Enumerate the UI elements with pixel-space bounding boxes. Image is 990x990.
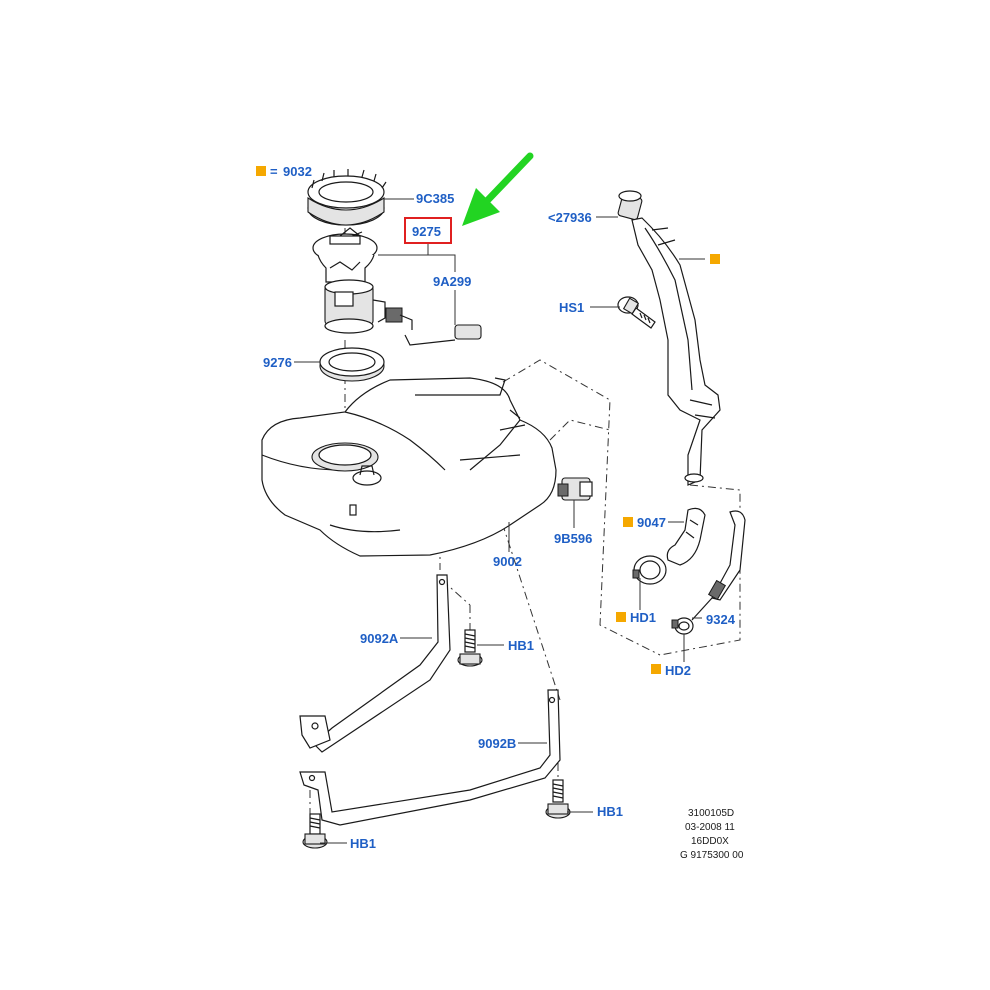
label-9276: 9276	[263, 355, 292, 370]
clamp-hd1-part	[632, 555, 667, 585]
label-HD2: HD2	[665, 663, 691, 678]
strap-9092a-part	[299, 574, 451, 753]
label-9275: 9275	[412, 224, 441, 239]
label-27936: <27936	[548, 210, 592, 225]
label-9047: 9047	[637, 515, 666, 530]
label-HS1: HS1	[559, 300, 584, 315]
fuel-pump-part	[312, 227, 482, 346]
green-pointer-arrow	[462, 152, 534, 226]
clamp-hd2-part	[671, 617, 694, 635]
highlight-box	[404, 217, 452, 244]
label-9A299: 9A299	[433, 274, 471, 289]
marker-9047	[623, 517, 633, 527]
label-9B596: 9B596	[554, 531, 592, 546]
strap-9092b-part	[299, 689, 561, 826]
reference-line-4: G 9175300 00	[680, 850, 744, 861]
label-HB1-lower: HB1	[350, 836, 376, 851]
label-HB1-right: HB1	[597, 804, 623, 819]
locking-ring-part	[307, 169, 387, 226]
label-9032: 9032	[283, 164, 312, 179]
seal-ring-part	[319, 347, 385, 382]
vent-tube-9324-part	[691, 510, 746, 621]
bolt-hb1-lower-part	[302, 813, 328, 849]
bolt-hs1-part	[617, 296, 656, 329]
label-HD1: HD1	[630, 610, 656, 625]
reference-line-2: 03-2008 11	[685, 822, 735, 833]
label-9324: 9324	[706, 612, 736, 627]
bolt-hb1-right-part	[545, 779, 571, 819]
reference-line-1: 3100105D	[688, 808, 734, 819]
bolt-hb1-upper-part	[457, 629, 483, 667]
sensor-part	[557, 477, 593, 501]
label-9092A: 9092A	[360, 631, 399, 646]
marker-hd2	[651, 664, 661, 674]
label-HB1-upper: HB1	[508, 638, 534, 653]
fuel-tank-part	[261, 377, 557, 557]
label-9002: 9002	[493, 554, 522, 569]
marker-hd1	[616, 612, 626, 622]
label-9092B: 9092B	[478, 736, 516, 751]
hose-9047-part	[666, 507, 706, 566]
label-9032-prefix: =	[270, 164, 278, 179]
filler-pipe-part	[617, 190, 721, 486]
reference-code-block: 3100105D 03-2008 11 16DD0X G 9175300 00	[680, 808, 744, 861]
marker-9032	[256, 166, 266, 176]
reference-line-3: 16DD0X	[691, 836, 729, 847]
marker-filler-pipe	[710, 254, 720, 264]
label-9C385: 9C385	[416, 191, 454, 206]
leader-lines	[294, 198, 705, 844]
